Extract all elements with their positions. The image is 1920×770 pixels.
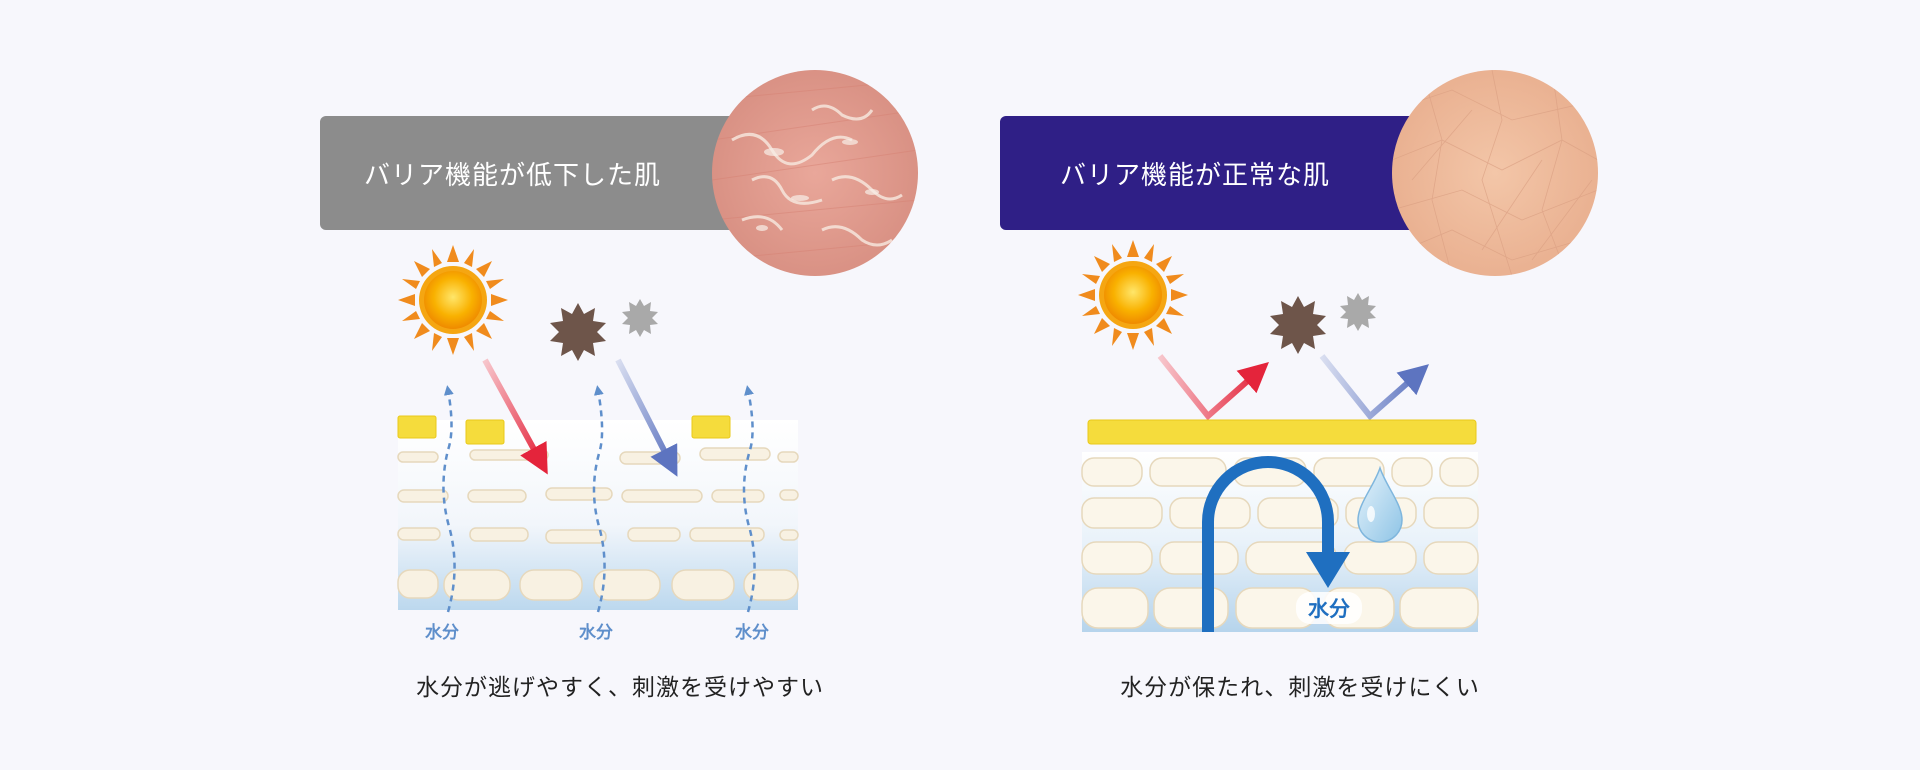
sun-icon (1078, 240, 1188, 350)
water-label: 水分 (425, 622, 459, 643)
water-drop-icon (1357, 465, 1403, 543)
damaged-skin-photo (712, 70, 918, 276)
water-label: 水分 (579, 622, 613, 643)
damaged-skin-title: バリア機能が低下した肌 (364, 160, 662, 191)
damaged-skin-diagram: 水分 水分 水分 (320, 240, 920, 660)
small-particle-icon (622, 299, 658, 337)
healthy-skin-diagram: 水分 (1000, 240, 1600, 660)
water-label: 水分 (735, 622, 769, 643)
dust-particle-icon (550, 303, 606, 361)
water-label: 水分 (1308, 597, 1350, 621)
dust-particle-icon (1270, 296, 1326, 354)
sun-icon (398, 245, 508, 355)
healthy-skin-photo (1392, 70, 1598, 276)
damaged-skin-caption: 水分が逃げやすく、刺激を受けやすい (416, 675, 824, 701)
healthy-skin-title: バリア機能が正常な肌 (1060, 160, 1331, 191)
damaged-skin-panel: バリア機能が低下した肌 (320, 0, 920, 770)
damaged-skin-header: バリア機能が低下した肌 (320, 116, 750, 230)
healthy-skin-panel: バリア機能が正常な肌 (1000, 0, 1600, 770)
small-particle-icon (1340, 293, 1376, 331)
healthy-skin-caption: 水分が保たれ、刺激を受けにくい (1120, 675, 1480, 701)
healthy-skin-header: バリア機能が正常な肌 (1000, 116, 1430, 230)
